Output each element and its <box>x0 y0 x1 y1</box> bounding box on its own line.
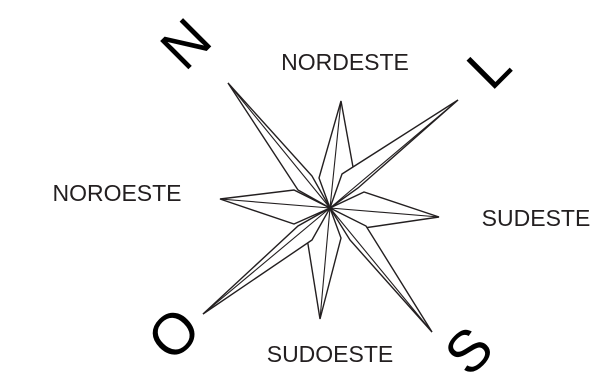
intermediate-southeast-label: SUDESTE <box>482 205 591 231</box>
cardinal-east-label: L <box>455 33 524 102</box>
intermediate-southwest-label: SUDOESTE <box>267 341 394 367</box>
compass-star <box>203 83 458 332</box>
ray-long-southeast-centerline <box>330 208 432 332</box>
ray-long-northwest-centerline <box>228 83 330 208</box>
cardinal-west-label: O <box>135 295 213 373</box>
cardinal-south-label: S <box>432 314 505 387</box>
intermediate-northwest-label: NOROESTE <box>52 180 181 206</box>
intermediate-northeast-label: NORDESTE <box>281 49 409 75</box>
cardinal-north-label: N <box>148 6 224 82</box>
